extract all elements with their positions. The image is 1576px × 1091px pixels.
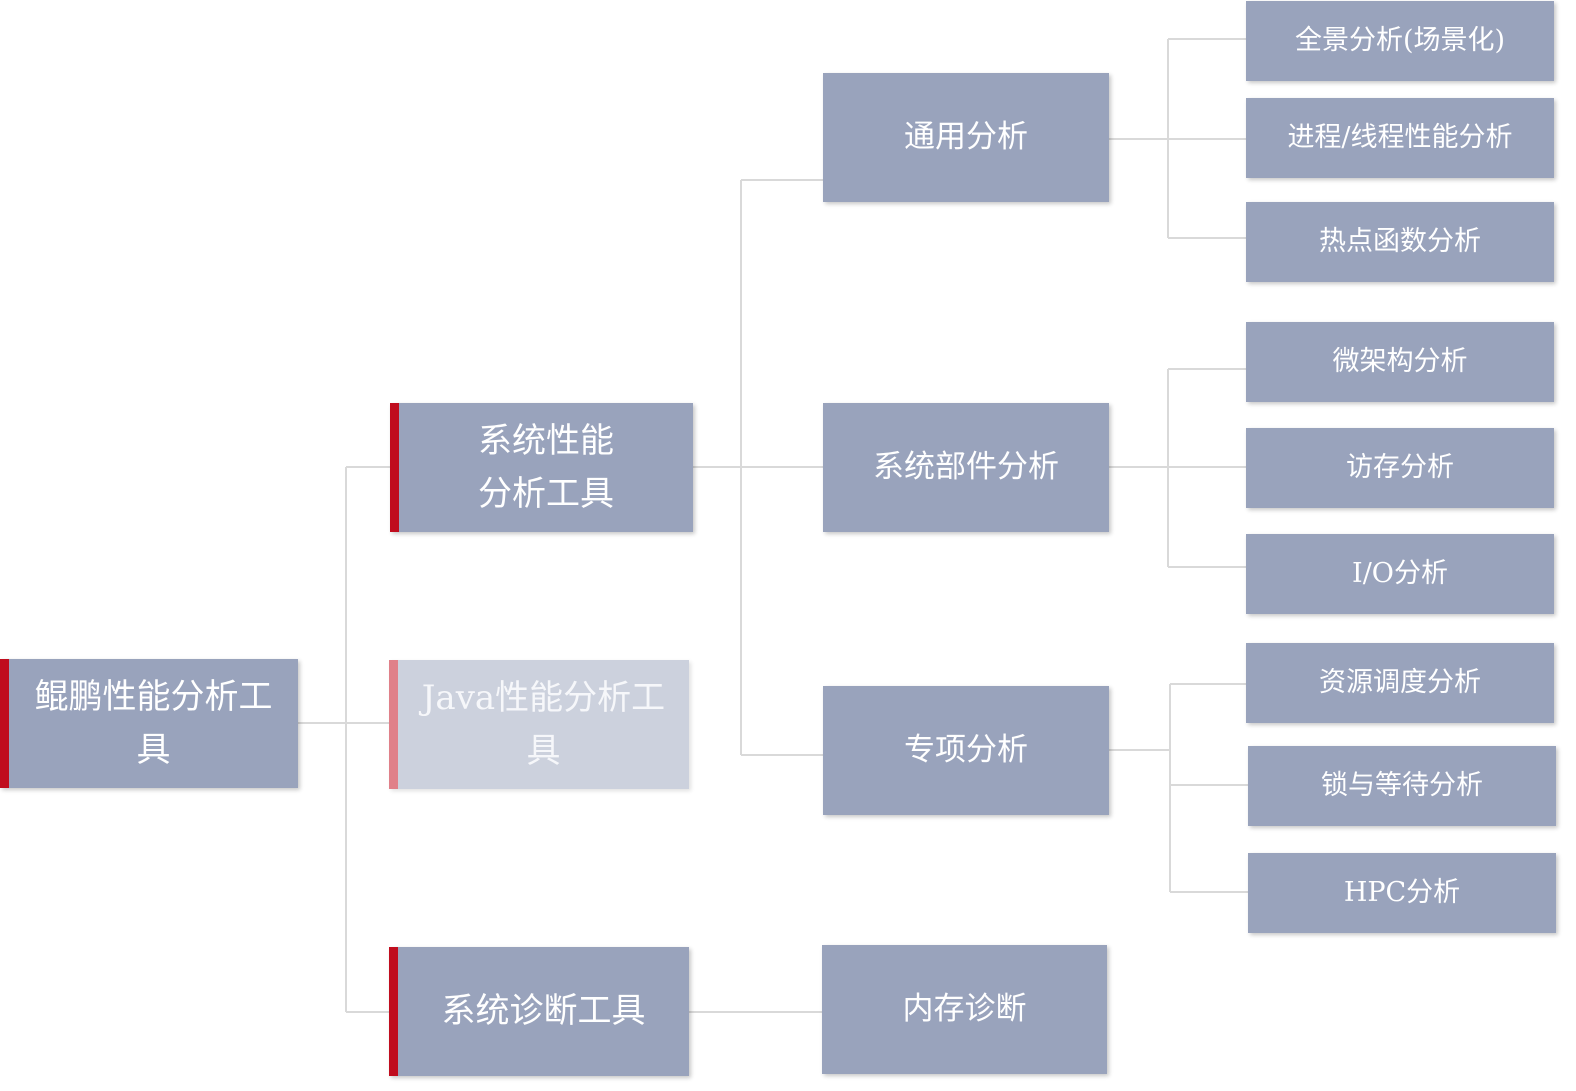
node-hpc-analysis: HPC分析 bbox=[1248, 853, 1556, 933]
node-lock-wait-analysis: 锁与等待分析 bbox=[1248, 746, 1556, 826]
node-lock-wait-analysis-label: 锁与等待分析 bbox=[1321, 770, 1483, 802]
connector-perf-to-level2 bbox=[693, 179, 823, 756]
connector-special-to-level3 bbox=[1109, 683, 1248, 893]
node-process-thread-analysis: 进程/线程性能分析 bbox=[1246, 98, 1554, 178]
node-java-perf-tool-label: Java性能分析工具 bbox=[421, 677, 666, 771]
connector-root-to-level1 bbox=[298, 466, 390, 1013]
node-memory-access-analysis-label: 访存分析 bbox=[1346, 452, 1454, 484]
node-panorama-analysis-label: 全景分析(场景化) bbox=[1294, 25, 1506, 57]
node-memory-diagnosis-label: 内存诊断 bbox=[902, 991, 1027, 1028]
node-special-analysis-label: 专项分析 bbox=[904, 732, 1028, 769]
node-hotspot-function-analysis: 热点函数分析 bbox=[1246, 202, 1554, 282]
node-io-analysis-label: I/O分析 bbox=[1352, 558, 1448, 590]
node-root: 鲲鹏性能分析工具 bbox=[0, 659, 298, 788]
connector-component-to-level3 bbox=[1109, 368, 1246, 568]
node-component-analysis: 系统部件分析 bbox=[823, 403, 1109, 532]
node-general-analysis-label: 通用分析 bbox=[904, 119, 1028, 156]
node-java-perf-tool: Java性能分析工具 bbox=[389, 660, 689, 789]
node-resource-scheduling-analysis: 资源调度分析 bbox=[1246, 643, 1554, 723]
connector-general-to-level3 bbox=[1109, 38, 1246, 239]
node-resource-scheduling-analysis-label: 资源调度分析 bbox=[1319, 667, 1481, 699]
node-io-analysis: I/O分析 bbox=[1246, 534, 1554, 614]
node-hotspot-function-analysis-label: 热点函数分析 bbox=[1319, 226, 1481, 258]
node-component-analysis-label: 系统部件分析 bbox=[873, 449, 1059, 486]
node-system-perf-tool-label: 系统性能分析工具 bbox=[478, 420, 614, 514]
node-microarch-analysis-label: 微架构分析 bbox=[1332, 346, 1468, 378]
node-process-thread-analysis-label: 进程/线程性能分析 bbox=[1287, 122, 1513, 154]
node-system-diagnose-tool-label: 系统诊断工具 bbox=[441, 991, 646, 1032]
node-system-perf-tool: 系统性能分析工具 bbox=[390, 403, 693, 532]
node-hpc-analysis-label: HPC分析 bbox=[1343, 877, 1461, 909]
node-memory-access-analysis: 访存分析 bbox=[1246, 428, 1554, 508]
node-system-diagnose-tool: 系统诊断工具 bbox=[389, 947, 689, 1076]
node-general-analysis: 通用分析 bbox=[823, 73, 1109, 202]
node-microarch-analysis: 微架构分析 bbox=[1246, 322, 1554, 402]
node-special-analysis: 专项分析 bbox=[823, 686, 1109, 815]
node-memory-diagnosis: 内存诊断 bbox=[822, 945, 1107, 1074]
node-root-label: 鲲鹏性能分析工具 bbox=[34, 676, 273, 770]
node-panorama-analysis: 全景分析(场景化) bbox=[1246, 1, 1554, 81]
